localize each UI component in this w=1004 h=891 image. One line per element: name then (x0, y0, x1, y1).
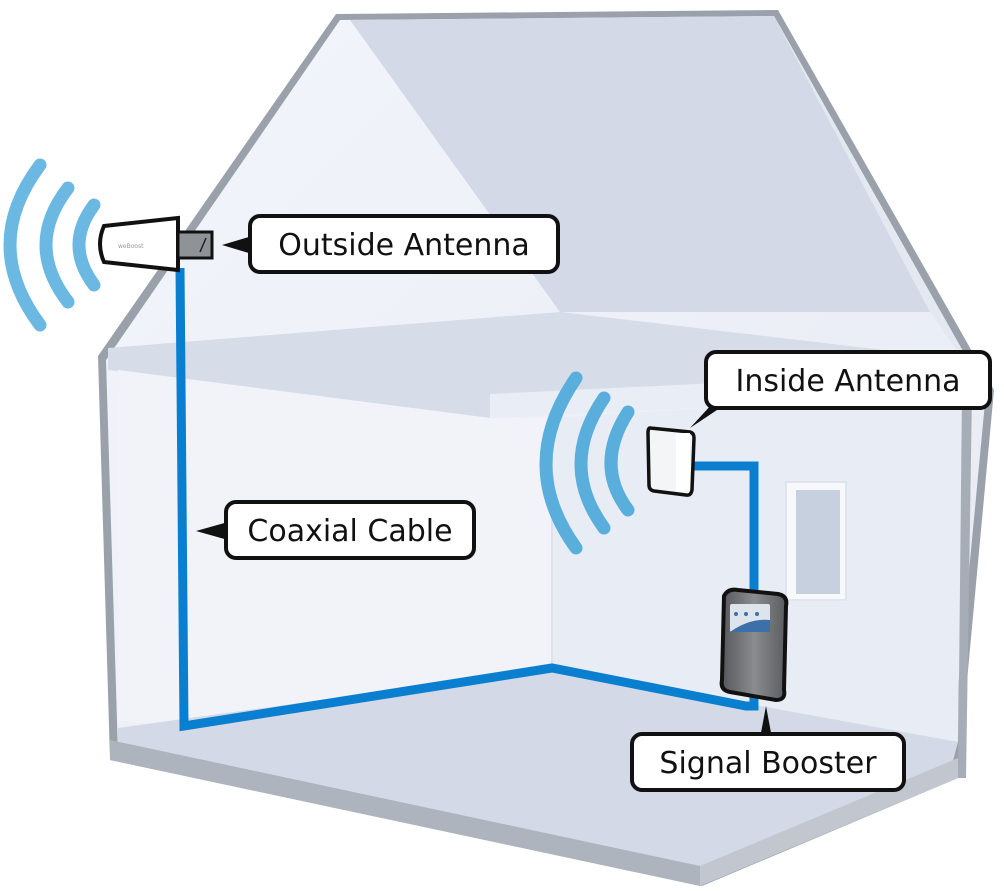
floor (118, 668, 958, 878)
signal-booster-icon[interactable] (719, 587, 789, 703)
window (785, 481, 847, 601)
callout-inside-antenna: Inside Antenna (690, 350, 992, 428)
wave-inner (604, 405, 635, 517)
callout-outside-antenna: Outside Antenna (222, 214, 560, 274)
right-wall-edge (958, 392, 972, 778)
roof-right-face (774, 16, 986, 392)
wave-inner (72, 198, 101, 292)
coaxial-cable (175, 267, 759, 732)
label-coaxial-cable: Coaxial Cable (247, 514, 452, 549)
wave-outer (3, 158, 47, 332)
signal-waves-icon (3, 158, 101, 332)
yagi-antenna-icon[interactable]: weBoost (98, 215, 214, 273)
floor-edge (110, 740, 700, 886)
callout-signal-booster: Signal Booster (630, 706, 906, 792)
label-signal-booster: Signal Booster (659, 746, 877, 781)
label-outside-antenna: Outside Antenna (278, 228, 530, 263)
callout-coaxial-cable: Coaxial Cable (196, 500, 476, 560)
roof-back-face (350, 16, 930, 312)
wave-outer (539, 371, 583, 555)
signal-waves-icon-inside (539, 371, 635, 555)
wave-middle (574, 391, 611, 535)
cable-outside-to-booster (175, 267, 759, 732)
cable-inside-antenna-to-booster (692, 461, 759, 600)
wave-middle (39, 181, 75, 309)
svg-text:weBoost: weBoost (118, 243, 144, 250)
label-inside-antenna: Inside Antenna (735, 364, 960, 399)
panel-antenna-icon[interactable] (646, 426, 696, 497)
